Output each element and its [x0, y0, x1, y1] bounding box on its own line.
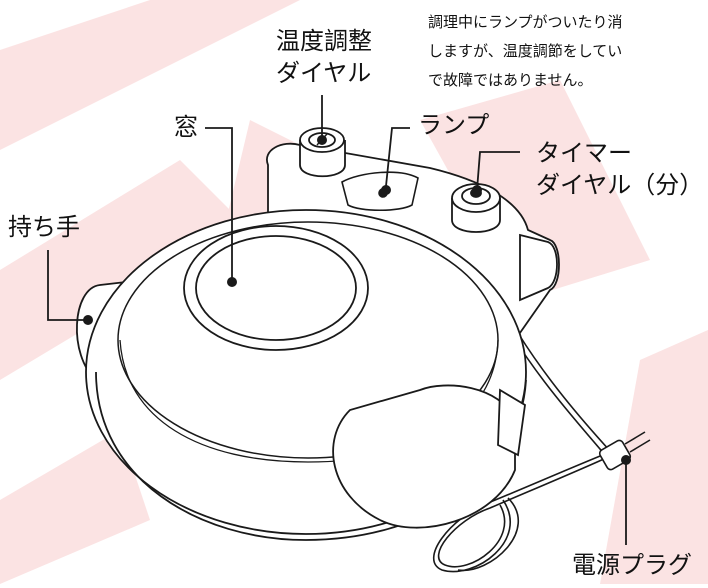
note-line: で故障ではありません。: [428, 71, 593, 89]
lamp-label: ランプ: [418, 111, 490, 139]
leader-dots: [83, 135, 631, 465]
window: [183, 225, 369, 351]
timer-dial-label-line2: ダイヤル（分）: [536, 171, 704, 199]
temperature-dial-label-line2: ダイヤル: [276, 59, 372, 87]
timer-dial-label-line1: タイマー: [536, 139, 632, 167]
window-label: 窓: [174, 113, 198, 141]
leader-lines: [47, 95, 627, 545]
note-line: しますが、温度調節をしてい: [428, 42, 623, 60]
note-line: 調理中にランプがついたり消: [428, 13, 623, 31]
usage-note: 調理中にランプがついたり消 しますが、温度調節をしてい で故障ではありません。: [428, 8, 623, 95]
power-plug-label: 電源プラグ: [572, 551, 692, 579]
lamp-panel: [341, 171, 419, 211]
timer-dial: [451, 183, 501, 233]
handle-label: 持ち手: [8, 213, 80, 241]
power-cord: [433, 332, 612, 573]
temperature-dial-label-line1: 温度調整: [276, 27, 372, 55]
